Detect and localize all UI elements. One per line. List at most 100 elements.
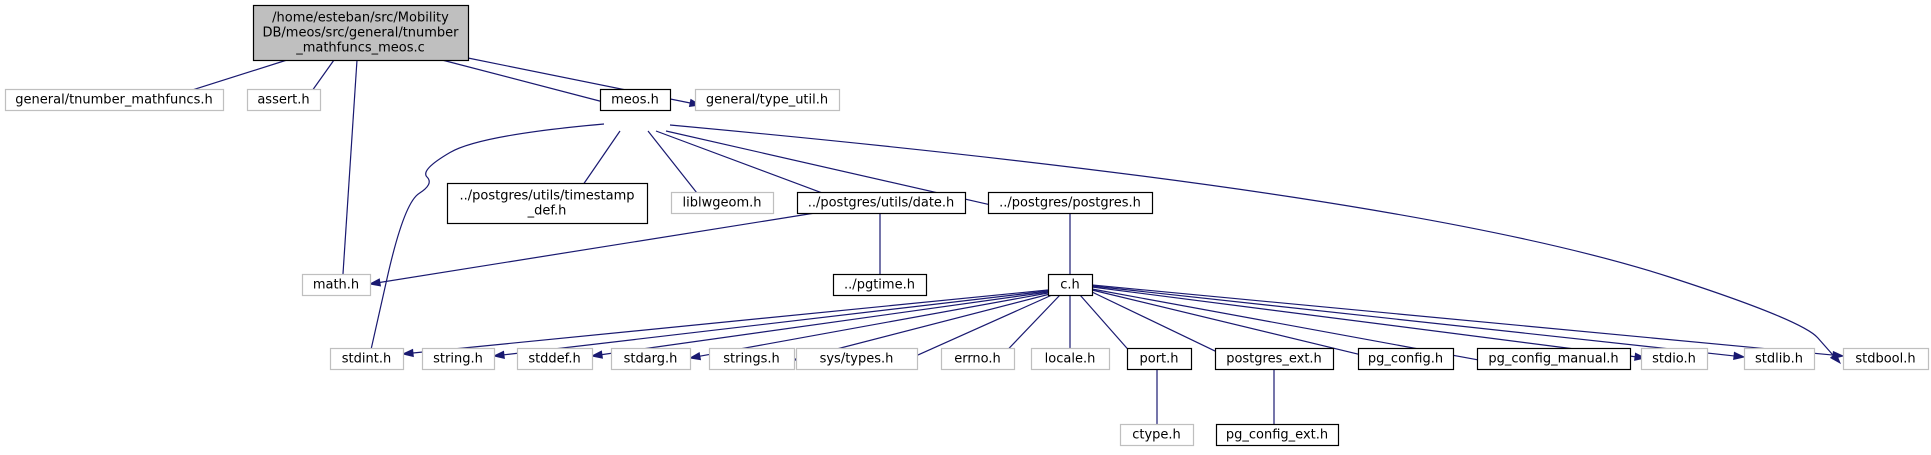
node-label: stdint.h <box>342 352 391 367</box>
node-stdlib-h: stdlib.h <box>1743 347 1816 371</box>
node-stdarg-h: stdarg.h <box>610 347 692 371</box>
node-label: general/tnumber_mathfuncs.h <box>15 93 212 108</box>
edges-layer <box>143 57 1845 441</box>
node-box <box>246 88 322 112</box>
node-label: strings.h <box>723 352 779 367</box>
node-stdbool-h: stdbool.h <box>1842 347 1930 371</box>
edge-line <box>601 291 1049 356</box>
edge-c_h-to-stddef_h <box>590 291 1049 359</box>
node-label: meos.h <box>611 93 659 108</box>
edge-line <box>1079 294 1134 356</box>
node-box <box>1215 423 1340 447</box>
node-strings-h: strings.h <box>708 347 796 371</box>
node-box <box>832 273 928 297</box>
node-timestamp-def-h[interactable]: ../postgres/utils/timestamp_def.h <box>446 182 649 225</box>
node-type-util-h: general/type_util.h <box>694 88 841 112</box>
node-label: assert.h <box>257 93 309 108</box>
edge-line <box>369 123 605 354</box>
edge-line <box>699 292 1049 357</box>
node-label: stdarg.h <box>624 352 678 367</box>
arrowhead-icon <box>688 351 702 361</box>
edge-line <box>1091 285 1735 357</box>
node-pg-config-manual-h[interactable]: pg_config_manual.h <box>1476 347 1632 371</box>
edge-line <box>1091 286 1636 358</box>
node-label: pg_config_manual.h <box>1488 352 1618 367</box>
node-box <box>1476 347 1632 371</box>
arrowhead-icon <box>1733 351 1746 361</box>
node-label: _mathfuncs_meos.c <box>295 41 425 56</box>
node-box <box>987 191 1154 215</box>
node-postgres-h[interactable]: ../postgres/postgres.h <box>987 191 1154 215</box>
edge-c_h-to-stdbool_h <box>1091 284 1845 360</box>
edge-line <box>441 59 606 104</box>
node-label: ../pgtime.h <box>844 278 915 293</box>
node-label: ../postgres/postgres.h <box>999 196 1141 211</box>
node-box <box>1842 347 1930 371</box>
arrowhead-icon <box>401 348 414 358</box>
node-errno-h: errno.h <box>940 347 1016 371</box>
node-box <box>610 347 692 371</box>
node-pg-config-h[interactable]: pg_config.h <box>1357 347 1455 371</box>
node-box <box>1640 347 1709 371</box>
node-box <box>1126 347 1193 371</box>
node-label: ../postgres/utils/timestamp <box>459 189 634 204</box>
node-date-h[interactable]: ../postgres/utils/date.h <box>796 191 967 215</box>
node-label: postgres_ext.h <box>1226 352 1322 367</box>
edge-line <box>412 289 1049 354</box>
edge-line <box>1001 294 1061 357</box>
edge-line <box>579 130 621 191</box>
node-label: stdlib.h <box>1755 352 1803 367</box>
edge-line <box>655 130 851 205</box>
node-label: stdbool.h <box>1855 352 1915 367</box>
edge-line <box>503 290 1049 356</box>
edge-c_h-to-string_h <box>492 290 1049 359</box>
edge-line <box>342 59 358 280</box>
node-box <box>1047 273 1094 297</box>
node-math-h: math.h <box>301 273 372 297</box>
node-box <box>796 191 967 215</box>
node-box <box>1119 423 1195 447</box>
edge-date_h-to-math_h <box>368 212 816 287</box>
node-root[interactable]: /home/esteban/src/MobilityDB/meos/src/ge… <box>252 4 470 62</box>
node-box <box>708 347 796 371</box>
node-label: _def.h <box>527 204 567 219</box>
node-box <box>795 347 919 371</box>
node-label: /home/esteban/src/Mobility <box>272 11 449 26</box>
arrowhead-icon <box>590 350 603 359</box>
node-box <box>694 88 841 112</box>
node-box <box>1214 347 1335 371</box>
node-label: c.h <box>1060 278 1080 293</box>
edge-line <box>803 293 1051 359</box>
node-box <box>940 347 1016 371</box>
node-box <box>4 88 225 112</box>
edge-c_h-to-stdlib_h <box>1091 285 1746 361</box>
node-label: stdio.h <box>1652 352 1696 367</box>
node-box <box>421 347 496 371</box>
node-postgres-ext-h[interactable]: postgres_ext.h <box>1214 347 1335 371</box>
node-pgtime-h[interactable]: ../pgtime.h <box>832 273 928 297</box>
node-meos-h[interactable]: meos.h <box>599 88 672 112</box>
edge-line <box>1091 291 1232 360</box>
node-ctype-h: ctype.h <box>1119 423 1195 447</box>
edge-c_h-to-stdarg_h <box>688 292 1049 361</box>
node-box <box>670 191 775 215</box>
edge-line <box>379 212 816 284</box>
edge-line <box>1091 289 1386 362</box>
edge-line <box>908 294 1053 360</box>
edge-meos_h-to-stdint_h <box>366 123 605 365</box>
node-pg-config-ext-h[interactable]: pg_config_ext.h <box>1215 423 1340 447</box>
node-label: port.h <box>1139 352 1178 367</box>
node-label: stddef.h <box>528 352 580 367</box>
node-liblwgeom-h: liblwgeom.h <box>670 191 775 215</box>
node-box <box>301 273 372 297</box>
edge-c_h-to-stdint_h <box>401 289 1049 358</box>
node-box <box>599 88 672 112</box>
node-c-h[interactable]: c.h <box>1047 273 1094 297</box>
node-port-h[interactable]: port.h <box>1126 347 1193 371</box>
node-label: string.h <box>433 352 483 367</box>
node-box <box>1743 347 1816 371</box>
node-label: pg_config.h <box>1368 352 1443 367</box>
node-label: ../postgres/utils/date.h <box>808 196 955 211</box>
node-box <box>252 4 470 62</box>
